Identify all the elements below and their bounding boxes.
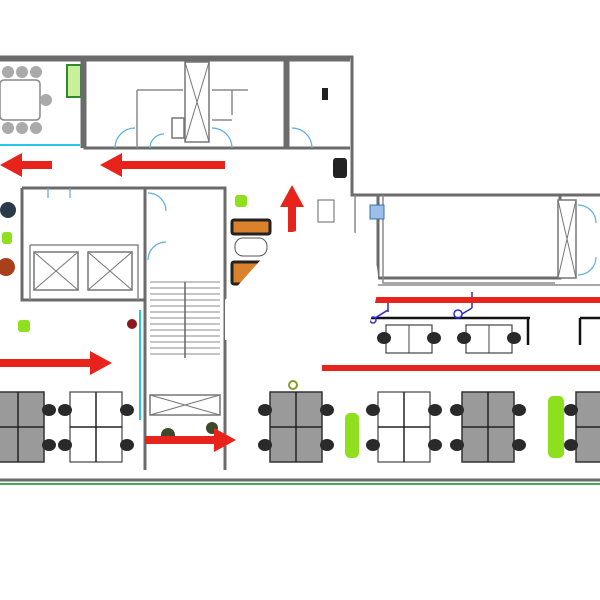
chair	[16, 122, 28, 134]
chair	[58, 404, 72, 416]
tile-icon	[369, 204, 385, 220]
plants	[2, 195, 564, 458]
elevator-core	[20, 186, 227, 302]
chair	[457, 332, 471, 344]
evacuation-arrows	[0, 153, 600, 452]
chair	[320, 404, 334, 416]
chair	[512, 404, 526, 416]
sink-icon	[317, 199, 335, 223]
chair	[450, 404, 464, 416]
fixture-icon	[322, 88, 328, 100]
chair	[320, 439, 334, 451]
chair	[564, 404, 578, 416]
chair	[450, 439, 464, 451]
office-room	[286, 60, 350, 150]
stairwell	[139, 240, 227, 470]
printer-icon	[333, 158, 347, 178]
chair	[428, 404, 442, 416]
plant	[18, 320, 30, 332]
restroom-block	[83, 60, 287, 150]
occlusion-shape	[225, 225, 379, 365]
plant	[345, 413, 359, 458]
chair	[42, 439, 56, 451]
chair	[507, 332, 521, 344]
chair	[366, 404, 380, 416]
chair	[512, 439, 526, 451]
arrowhead-left	[100, 153, 122, 177]
chair	[120, 439, 134, 451]
chair	[2, 66, 14, 78]
chair	[42, 404, 56, 416]
chair	[564, 439, 578, 451]
chair	[30, 122, 42, 134]
desk-clusters	[0, 391, 600, 463]
chair	[30, 66, 42, 78]
chair	[258, 439, 272, 451]
workstation-row	[256, 292, 600, 354]
chair	[2, 122, 14, 134]
conference-table	[0, 79, 41, 121]
chair	[428, 439, 442, 451]
chair	[377, 332, 391, 344]
plant	[2, 232, 12, 244]
arrowhead-left	[0, 153, 22, 177]
exterior-walls	[0, 55, 600, 485]
chair	[58, 439, 72, 451]
arrowhead-right	[214, 428, 236, 452]
chair	[16, 66, 28, 78]
chair	[366, 439, 380, 451]
chair	[40, 94, 52, 106]
chair	[120, 404, 134, 416]
conference-room	[0, 60, 84, 148]
chair	[258, 404, 272, 416]
upper-right-room	[354, 195, 600, 286]
plant	[235, 195, 247, 207]
plant	[548, 396, 564, 458]
arrowhead-right	[90, 351, 112, 375]
green-cabinet	[66, 64, 82, 98]
chair	[427, 332, 441, 344]
arrowhead-up	[280, 185, 304, 207]
